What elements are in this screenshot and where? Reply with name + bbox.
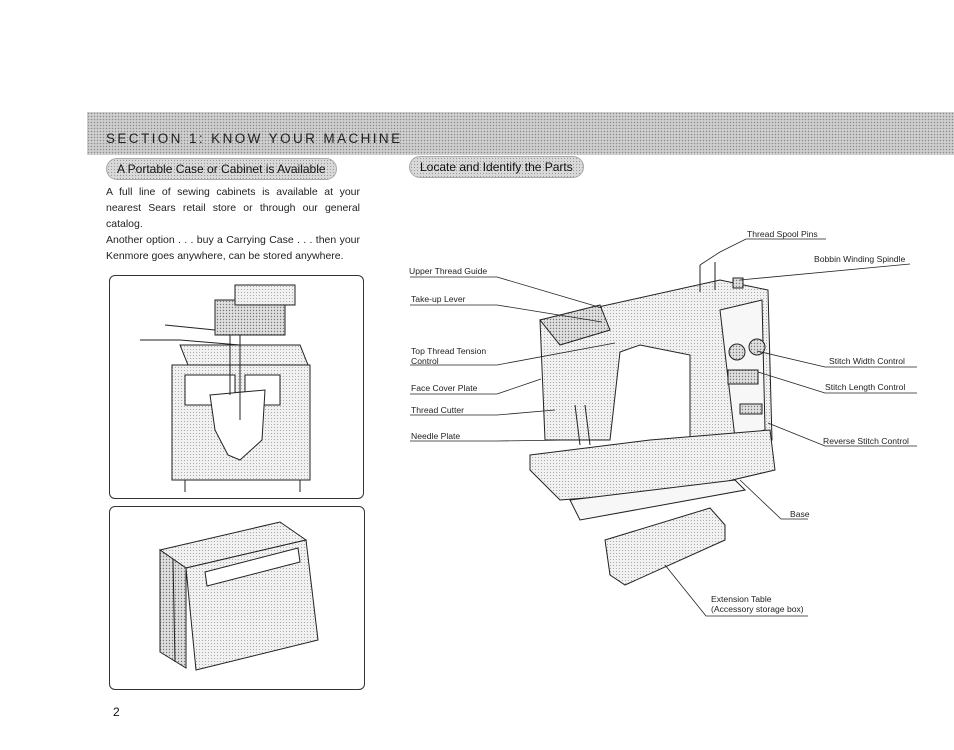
cabinet-paragraph-1: A full line of sewing cabinets is availa…: [106, 186, 360, 230]
page-number: 2: [113, 705, 120, 719]
label-stitch-length-control: Stitch Length Control: [825, 382, 906, 392]
label-thread-spool-pins: Thread Spool Pins: [747, 229, 818, 239]
sewing-machine-drawing: [529, 262, 776, 586]
sewing-cabinet-drawing: [140, 284, 311, 492]
label-top-thread-tension: Top Thread Tension: [411, 346, 487, 356]
leader-lines: [410, 238, 917, 617]
label-needle-plate: Needle Plate: [411, 431, 461, 441]
label-top-thread-tension-control: Control: [411, 356, 439, 366]
parts-heading: Locate and Identify the Parts: [409, 156, 584, 178]
label-take-up-lever: Take-up Lever: [411, 294, 466, 304]
label-face-cover-plate: Face Cover Plate: [411, 383, 478, 393]
label-upper-thread-guide: Upper Thread Guide: [409, 266, 488, 276]
cabinet-paragraph-2: Another option . . . buy a Carrying Case…: [106, 234, 360, 262]
section-title: SECTION 1: KNOW YOUR MACHINE: [106, 131, 403, 146]
label-bobbin-winding-spindle: Bobbin Winding Spindle: [814, 254, 906, 264]
label-extension-table: Extension Table: [711, 594, 772, 604]
carrying-case-drawing: [158, 521, 319, 671]
cabinet-heading: A Portable Case or Cabinet is Available: [106, 158, 337, 180]
label-base: Base: [790, 509, 810, 519]
cabinet-text: A full line of sewing cabinets is availa…: [106, 184, 360, 264]
label-thread-cutter: Thread Cutter: [411, 405, 465, 415]
label-reverse-stitch-control: Reverse Stitch Control: [823, 436, 909, 446]
section-banner: [87, 112, 954, 155]
label-accessory-storage-box: (Accessory storage box): [711, 604, 804, 614]
label-stitch-width-control: Stitch Width Control: [829, 356, 905, 366]
